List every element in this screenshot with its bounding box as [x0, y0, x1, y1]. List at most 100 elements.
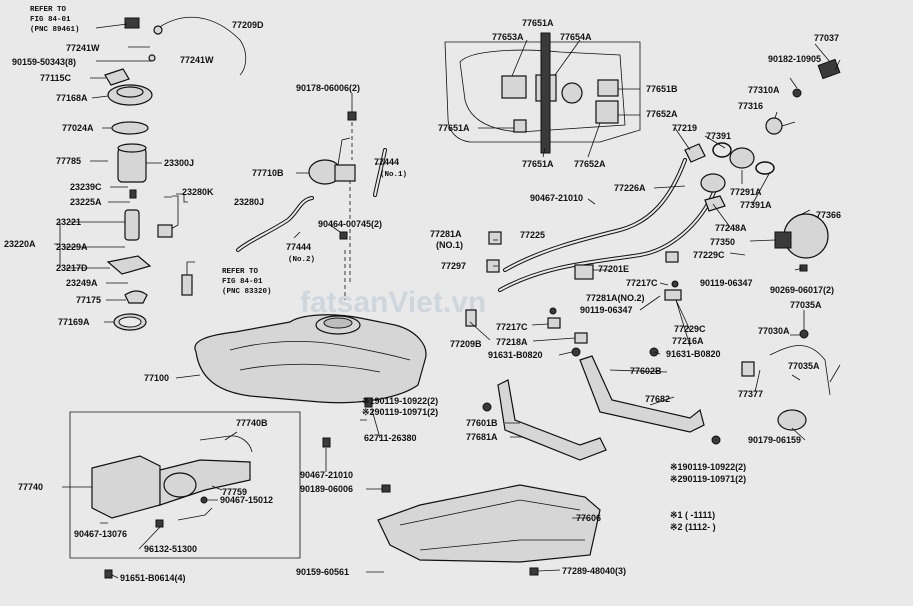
label-77175: 77175: [76, 295, 101, 305]
label-77024A: 77024A: [62, 123, 94, 133]
label-91631-b: 91631-B0820: [666, 349, 721, 359]
label-90467-15012: 90467-15012: [220, 495, 273, 505]
label-90467-21010-b: 90467-21010: [300, 470, 353, 480]
label-90119-06347-b: 90119-06347: [580, 305, 633, 315]
label-23280J: 23280J: [234, 197, 264, 207]
label-23225A: 23225A: [70, 197, 102, 207]
svg-text:FIG 84-01: FIG 84-01: [30, 16, 71, 24]
label-77444-1: 77444: [374, 157, 399, 167]
label-77391A: 77391A: [740, 200, 772, 210]
label-90159-50343: 90159-50343(8): [12, 57, 76, 67]
label-77652A-r: 77652A: [646, 109, 678, 119]
label-77168A: 77168A: [56, 93, 88, 103]
label-77291A: 77291A: [730, 187, 762, 197]
label-90159-60561: 90159-60561: [296, 567, 349, 577]
label-23280K: 23280K: [182, 187, 214, 197]
sender-gauge-detail: [444, 32, 641, 158]
pump-cover: [111, 121, 149, 135]
label-23221: 23221: [56, 217, 81, 227]
label-77444-1-note: (No.1): [380, 171, 407, 179]
label-77601B: 77601B: [466, 418, 498, 428]
label-23220A: 23220A: [4, 239, 36, 249]
label-90269: 90269-06017(2): [770, 285, 834, 295]
fuel-filter: [117, 147, 147, 183]
label-77229C-a: 77229C: [693, 250, 725, 260]
label-77710B: 77710B: [252, 168, 284, 178]
label-77209B: 77209B: [450, 339, 482, 349]
label-77310A: 77310A: [748, 85, 780, 95]
label-77652A-b: 77652A: [574, 159, 606, 169]
label-77035A-a: 77035A: [790, 300, 822, 310]
label-77682: 77682: [645, 394, 670, 404]
label-77651A-b: 77651A: [522, 159, 554, 169]
fuel-tank: [194, 314, 427, 404]
canister-box: [62, 411, 301, 579]
label-77219: 77219: [672, 123, 697, 133]
label-23300J: 23300J: [164, 158, 194, 168]
label-77350: 77350: [710, 237, 735, 247]
label-90119-06347-a: 90119-06347: [700, 278, 753, 288]
tank-band-front: [497, 379, 607, 461]
label-77281A: 77281A: [430, 229, 462, 239]
label-77226A: 77226A: [614, 183, 646, 193]
filler-pipe-assembly: [465, 127, 775, 357]
label-77391-a: 77391: [706, 131, 731, 141]
label-90467-21010-a: 90467-21010: [530, 193, 583, 203]
label-90119-d: ※290119-10971(2): [670, 474, 746, 484]
label-77217C-a: 77217C: [626, 278, 658, 288]
label-77289: 77289-48040(3): [562, 566, 626, 576]
label-90178: 90178-06006(2): [296, 83, 360, 93]
label-23249A: 23249A: [66, 278, 98, 288]
under-cover: [377, 484, 601, 576]
label-77785: 77785: [56, 156, 81, 166]
connector-icon: [124, 17, 140, 29]
strainer: [106, 255, 152, 275]
label-77217C-b: 77217C: [496, 322, 528, 332]
gauge-block: [501, 75, 527, 99]
label-77100: 77100: [144, 373, 169, 383]
label-23239C: 23239C: [70, 182, 102, 192]
label-77209D: 77209D: [232, 20, 264, 30]
refer-note-b: REFER TO FIG 84-01 (PNC 83320): [222, 268, 272, 296]
label-77216A: 77216A: [672, 336, 704, 346]
label-77241W-b: 77241W: [180, 55, 214, 65]
label-77035A-b: 77035A: [788, 361, 820, 371]
label-62711: 62711-26380: [364, 433, 417, 443]
svg-text:REFER TO: REFER TO: [30, 6, 67, 14]
label-77653A: 77653A: [492, 32, 524, 42]
label-77248A: 77248A: [715, 223, 747, 233]
label-77241W-a: 77241W: [66, 43, 100, 53]
label-77654A: 77654A: [560, 32, 592, 42]
label-77740: 77740: [18, 482, 43, 492]
label-23229A: 23229A: [56, 242, 88, 252]
label-77037: 77037: [814, 33, 839, 43]
label-77281A-n1: (NO.1): [436, 240, 463, 250]
label-90189: 90189-06006: [300, 484, 353, 494]
label-90182: 90182-10905: [768, 54, 821, 64]
label-77201E: 77201E: [598, 264, 629, 274]
charcoal-canister: [91, 455, 161, 519]
label-77651A-t: 77651A: [522, 18, 554, 28]
label-96132: 96132-51300: [144, 544, 197, 554]
label-77377: 77377: [738, 389, 763, 399]
legend-2: ※2 (1112- ): [670, 522, 716, 532]
fuel-pump: [124, 209, 140, 241]
label-77444-2: 77444: [286, 242, 311, 252]
label-77218A: 77218A: [496, 337, 528, 347]
fuel-pump-module: [54, 16, 247, 331]
svg-text:(PNC 89461): (PNC 89461): [30, 26, 80, 34]
label-77281A-n2: 77281A(NO.2): [586, 293, 645, 303]
label-77169A: 77169A: [58, 317, 90, 327]
label-77444-2-note: (No.2): [288, 256, 315, 264]
svg-text:REFER TO: REFER TO: [222, 268, 259, 276]
label-90119-a: ※190119-10922(2): [362, 396, 438, 406]
label-77740B: 77740B: [236, 418, 268, 428]
label-90464: 90464-00745(2): [318, 219, 382, 229]
label-91631-a: 91631-B0820: [488, 350, 543, 360]
fuel-tank-assembly: [175, 93, 427, 573]
label-77366: 77366: [816, 210, 841, 220]
refer-note-a: REFER TO FIG 84-01 (PNC 89461): [30, 6, 80, 34]
label-90119-b: ※290119-10971(2): [362, 407, 438, 417]
